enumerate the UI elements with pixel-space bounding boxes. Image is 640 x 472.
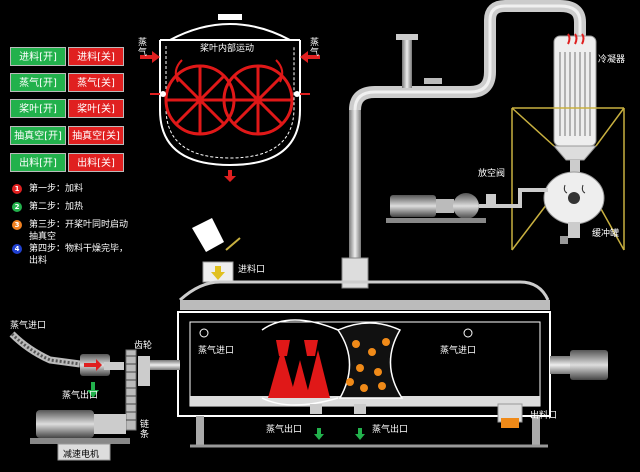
material-granules [346,338,390,392]
steam-left-label: 蒸气 [138,38,148,58]
condenser [511,33,625,251]
step-number-badge: 2 [12,202,22,212]
wedge-paddles [268,340,330,398]
motor-icon [390,195,436,217]
steam-right-label: 蒸气 [310,38,320,58]
discharge-on-button[interactable]: 出料[开] [10,153,66,172]
chain-label: 链条 [140,420,150,440]
vacuum-off-button[interactable]: 抽真空[关] [68,126,124,145]
buffer-tank-label: 缓冲罐 [592,229,620,239]
steam-inlet-inner-right-label: 蒸气进口 [440,346,477,356]
step-text: 第四步：物料干燥完毕，出料 [29,244,129,266]
discharge-outlet-label: 出料口 [530,411,558,421]
feed-inlet-label: 进料口 [238,265,266,275]
paddle-on-button[interactable]: 桨叶[开] [10,99,66,118]
steam-inlet-inner-left-label: 蒸气进口 [198,346,235,356]
vent-valve-label: 放空阀 [478,169,506,179]
heater-icon [567,33,585,45]
feed-off-button[interactable]: 进料[关] [68,47,124,66]
vacuum-on-button[interactable]: 抽真空[开] [10,126,66,145]
paddle-off-button[interactable]: 桨叶[关] [68,99,124,118]
paddle-cross-section [140,14,320,182]
feed-hopper-icon [192,218,224,252]
steam-outlet-bottom-2-label: 蒸气出口 [372,425,409,435]
steam-inlet-pipe-label: 蒸气进口 [10,321,47,331]
material-zone [336,322,404,399]
steam-outlet-bottom-1-label: 蒸气出口 [266,425,303,435]
step-text: 第二步：加热 [29,202,84,212]
paddle-motion-label: 桨叶内部运动 [200,44,255,54]
condenser-label: 冷凝器 [598,55,626,65]
pump-icon [453,193,479,219]
step-number-badge: 3 [12,220,22,230]
step-text: 第一步：加料 [29,184,84,194]
drive-assembly [9,331,150,461]
feed-on-button[interactable]: 进料[开] [10,47,66,66]
arrow-icon [140,51,160,63]
buffer-tank [543,171,605,244]
step-number-badge: 4 [12,244,22,254]
steam-on-button[interactable]: 蒸气[开] [10,73,66,92]
paddle-right [222,64,294,136]
reduction-motor-label: 减速电机 [63,450,100,460]
arrow-icon [300,51,320,63]
gear-label: 齿轮 [134,341,153,351]
discharge-off-button[interactable]: 出料[关] [68,153,124,172]
step-number-badge: 1 [12,184,22,194]
vacuum-pump-unit [386,188,548,223]
step-text: 第三步：开桨叶同时启动抽真空 [29,220,129,242]
steam-off-button[interactable]: 蒸气[关] [68,73,124,92]
dryer-body [150,280,608,448]
steam-outlet-left-label: 蒸气出口 [62,391,99,401]
vacuum-pipe [341,0,586,289]
feed-hopper [192,218,241,283]
